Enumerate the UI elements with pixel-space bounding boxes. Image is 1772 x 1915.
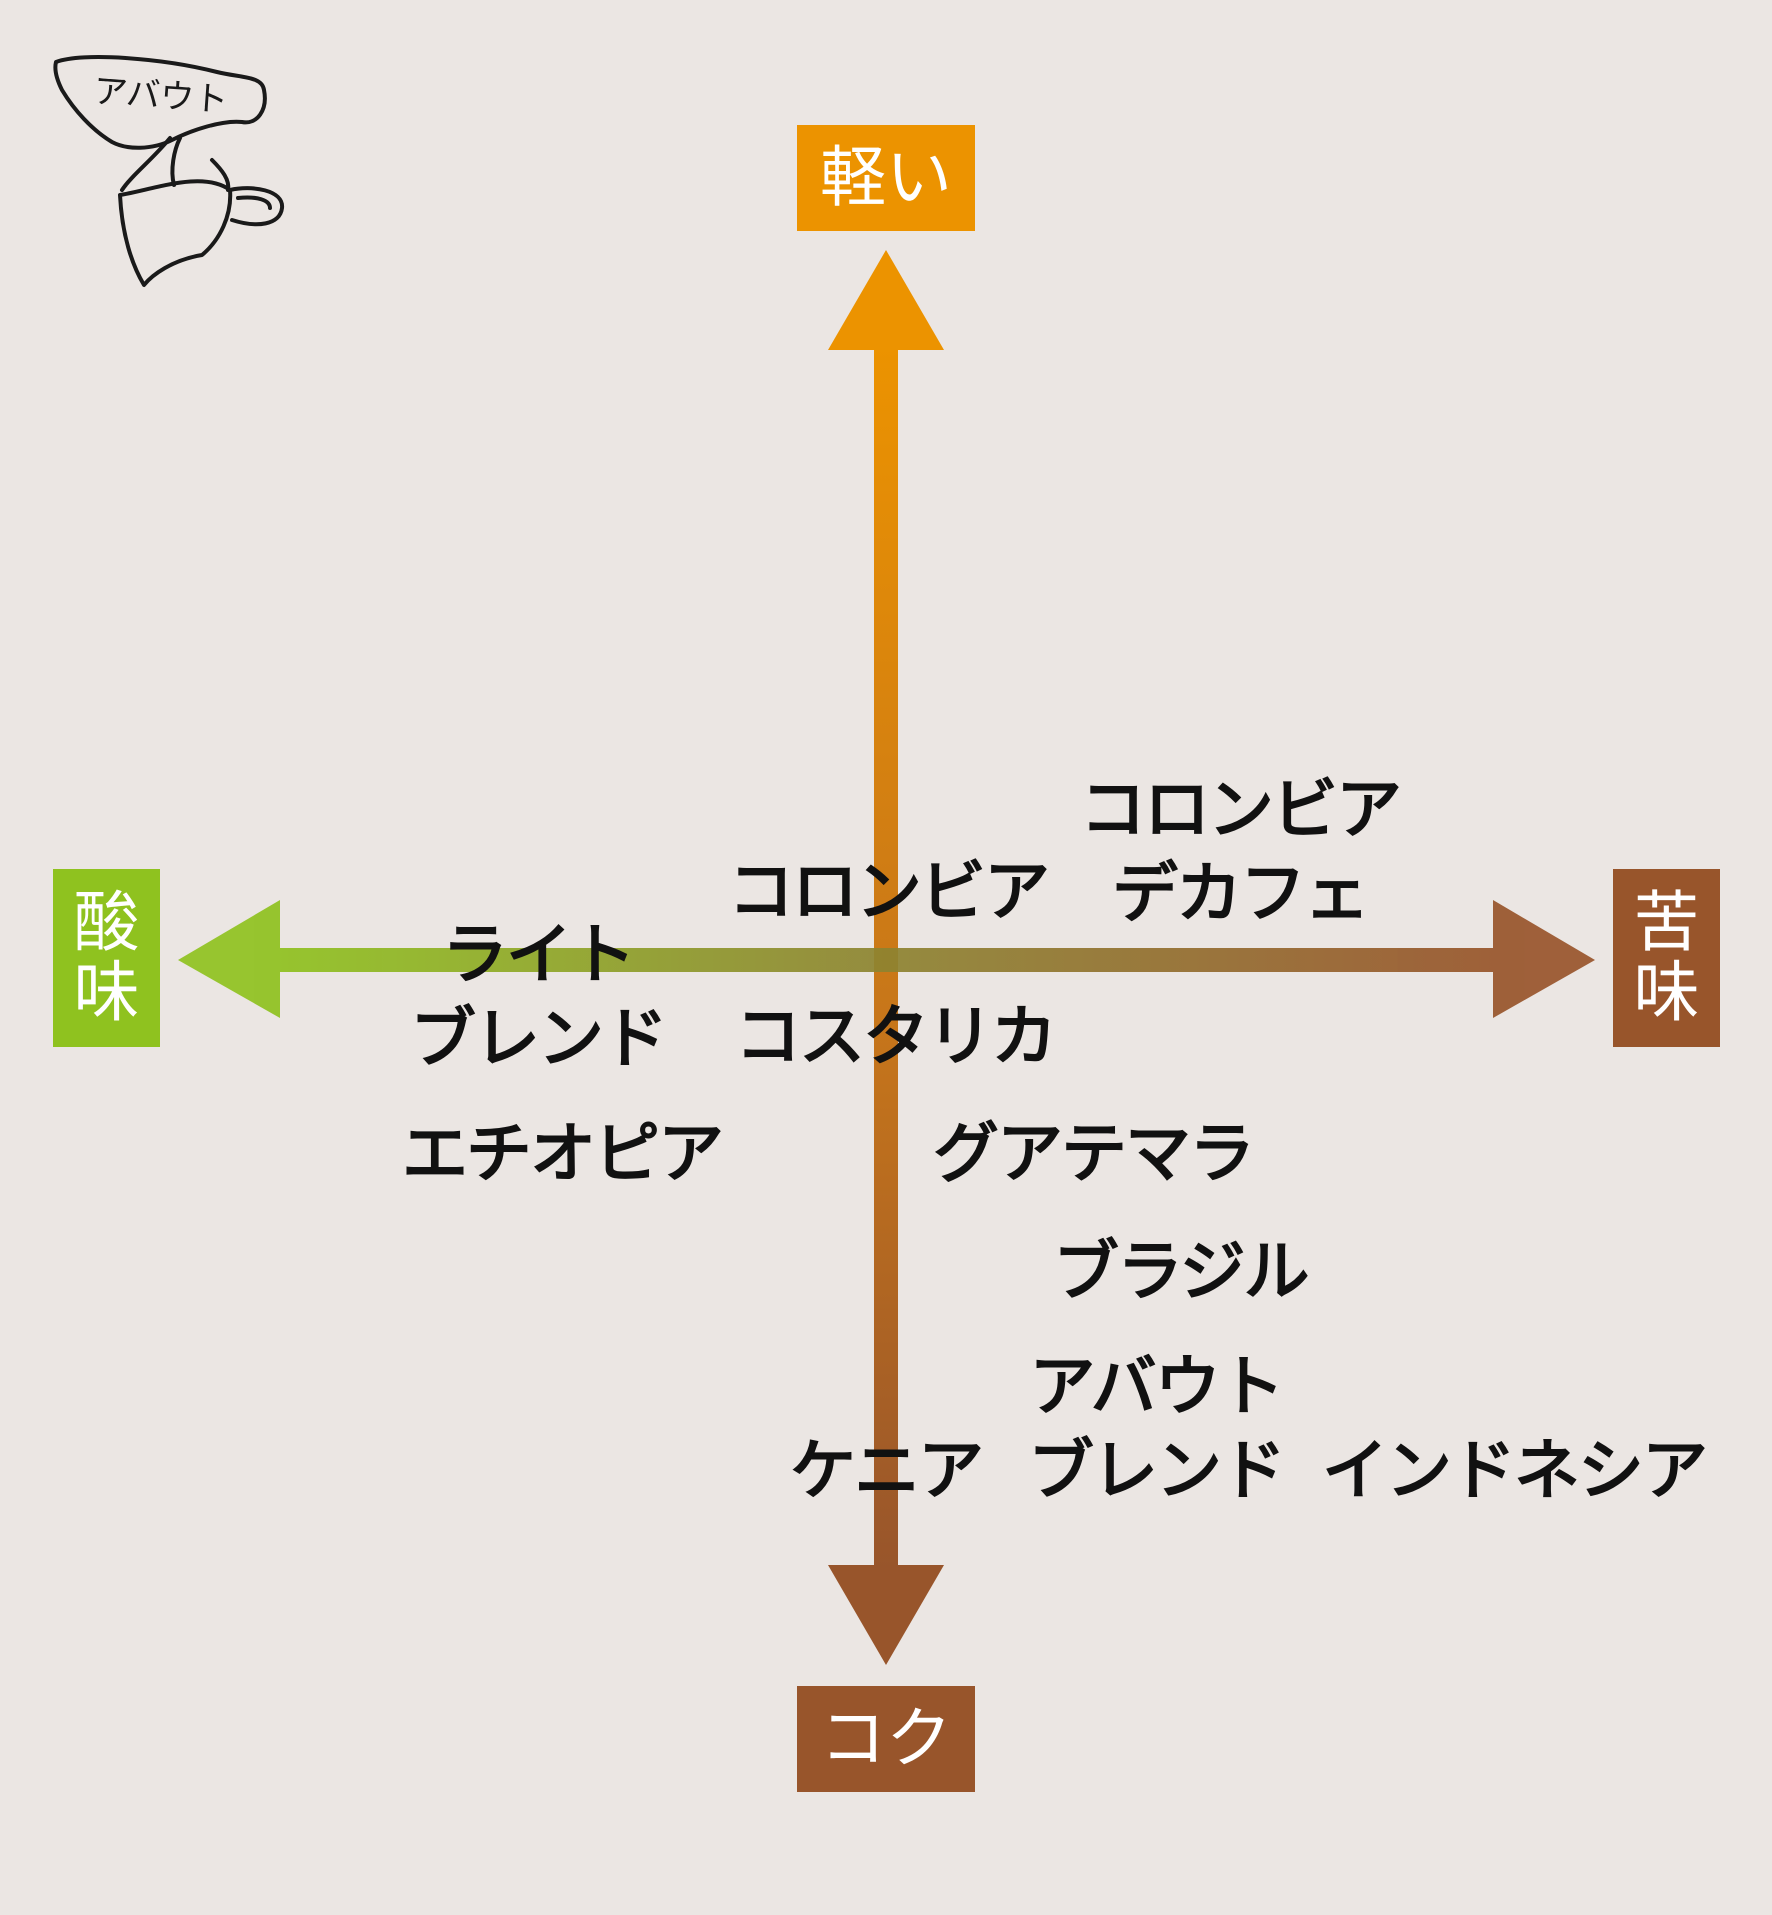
bean-ethiopia: エチオピア: [402, 1115, 724, 1192]
bean-light-blend: ライト ブレンド: [410, 913, 668, 1081]
logo-text: アバウト: [92, 71, 229, 120]
axis-label-acidity: 酸 味: [53, 869, 160, 1047]
bean-about-blend: アバウト ブレンド: [1028, 1345, 1286, 1513]
axis-label-body: コク: [797, 1686, 975, 1792]
bean-light-blend-line-2: ブレンド: [410, 1000, 668, 1077]
horizontal-arrow: [178, 900, 1595, 1018]
axis-label-bitterness-char-2: 味: [1633, 954, 1700, 1031]
bean-kenya: ケニア: [790, 1432, 984, 1509]
bean-colombia-decaf-line-1: コロンビア: [1080, 771, 1402, 848]
bean-colombia: コロンビア: [728, 853, 1050, 930]
bean-colombia-decaf-line-2: デカフェ: [1112, 855, 1370, 932]
bean-about-blend-line-1: アバウト: [1029, 1348, 1284, 1425]
bean-indonesia: インドネシア: [1322, 1432, 1708, 1509]
bean-brazil: ブラジル: [1053, 1233, 1310, 1310]
bean-colombia-decaf: コロンビア デカフェ: [1080, 768, 1402, 936]
bean-guatemala: グアテマラ: [933, 1115, 1255, 1192]
axis-label-bitterness: 苦 味: [1613, 869, 1720, 1047]
axis-label-bitterness-char-1: 苦: [1633, 884, 1700, 961]
bean-costa-rica: コスタリカ: [735, 998, 1057, 1075]
axis-label-acidity-char-1: 酸: [73, 884, 140, 961]
bean-light-blend-line-1: ライト: [442, 916, 636, 993]
about-logo: アバウト: [53, 55, 284, 287]
axis-label-acidity-char-2: 味: [73, 954, 140, 1031]
bean-about-blend-line-2: ブレンド: [1028, 1432, 1286, 1509]
axis-label-light: 軽い: [797, 125, 975, 231]
